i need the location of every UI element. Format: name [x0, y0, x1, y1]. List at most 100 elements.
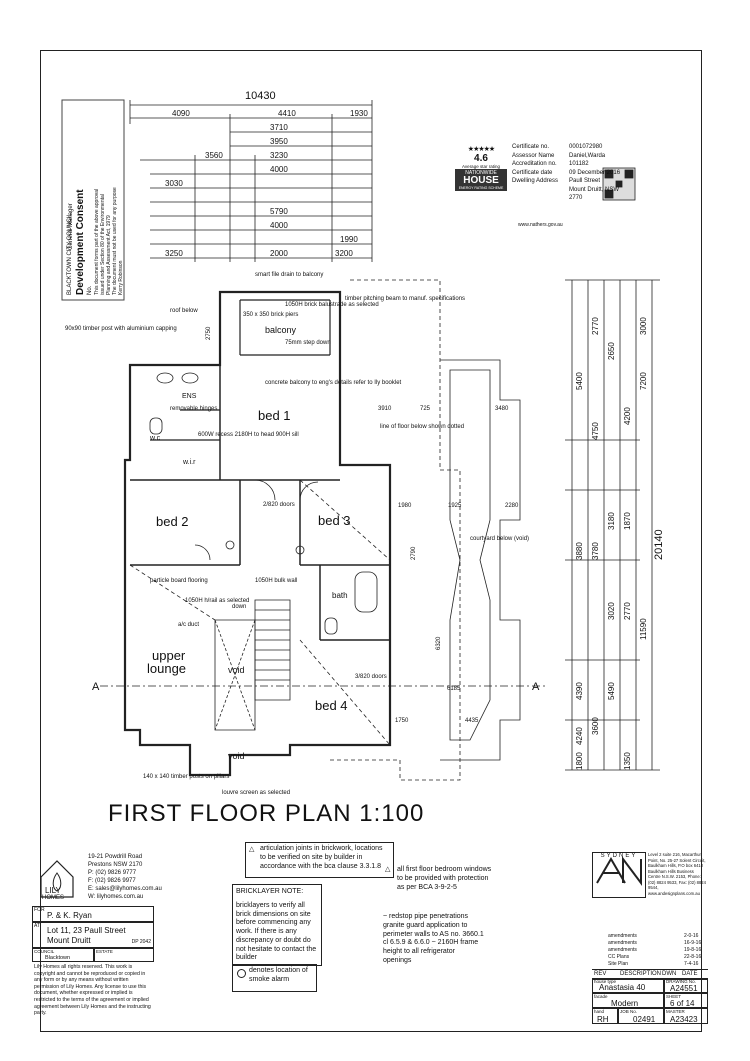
- room-void-2: void: [228, 751, 245, 761]
- rev-header-date: DATE: [682, 971, 698, 977]
- dim-10430: 10430: [245, 90, 276, 102]
- energy-rating-label: Average star rating: [462, 164, 500, 169]
- drawing-no-value: A24551: [670, 984, 698, 993]
- estate-label: ESTATE: [96, 949, 113, 954]
- dim-3200: 3200: [335, 249, 353, 258]
- facade-label: facade: [594, 994, 608, 999]
- room-courtyard: courtyard below (void): [470, 536, 529, 542]
- dim-2790: 2790: [411, 546, 417, 560]
- note-timber-posts: 140 x 140 timber posts on pillars: [143, 774, 229, 780]
- sydney-address: Level 2 suite 216, Macarthur Point, No. …: [648, 852, 706, 896]
- dim-4090: 4090: [172, 109, 190, 118]
- note-balustrade: 1050H brick balustrade as selected: [285, 302, 379, 308]
- hand-cell: hand RH: [592, 1008, 618, 1024]
- lily-email: E: sales@lilyhomes.com.au: [88, 886, 162, 892]
- suburb: Mount Druitt: [47, 936, 91, 945]
- energy-brand1: NATIONWIDE: [465, 170, 497, 176]
- dim-3250: 3250: [165, 249, 183, 258]
- lily-homes-logo: [37, 855, 77, 899]
- dim-4750: 4750: [591, 422, 600, 440]
- section-mark-right: A: [532, 681, 540, 693]
- note-smart-drain: smart file drain to balcony: [255, 272, 323, 278]
- room-bath: bath: [332, 591, 348, 600]
- rev-date-4: 22-8-16: [684, 954, 702, 960]
- qr-code-icon: [603, 168, 635, 200]
- bricklayer-title: BRICKLAYER NOTE:: [236, 888, 304, 895]
- energy-address2: Mount Druitt, NSW: [569, 186, 620, 193]
- redstop-note: ~ redstop pipe penetrations granite guar…: [380, 910, 488, 968]
- dim-3910: 3910: [378, 406, 392, 412]
- dim-1750: 1750: [395, 718, 409, 724]
- stamp-line4: This document forms part of the above ap…: [94, 189, 100, 295]
- stamp-line2: Development Consent: [75, 189, 86, 295]
- dim-4390: 4390: [575, 682, 584, 700]
- dim-3000: 3000: [639, 317, 648, 335]
- dim-3180: 3180: [607, 512, 616, 530]
- energy-label-5: Dwelling Address: [512, 178, 559, 184]
- lily-contact: 19-21 Powdrill Road Prestons NSW 2170 P:…: [88, 853, 162, 901]
- estate-cell: ESTATE: [94, 948, 154, 962]
- section-mark-left: A: [92, 681, 100, 693]
- dim-3480: 3480: [495, 406, 509, 412]
- room-wc: w.c: [149, 435, 161, 442]
- house-type-cell: house type Anastasia 40: [592, 978, 664, 993]
- rev-header-dwn: DWN: [662, 971, 677, 977]
- job-label: JOB No.: [620, 1009, 638, 1014]
- dim-3950: 3950: [270, 137, 288, 146]
- dim-4240: 4240: [575, 727, 584, 745]
- bricklayer-note: BRICKLAYER NOTE: bricklayers to verify a…: [232, 884, 322, 966]
- note-3820-doors: 3/820 doors: [355, 674, 387, 680]
- note-stairs-down: down: [232, 604, 246, 610]
- dim-4435: 4435: [465, 718, 479, 724]
- rev-desc-4: CC Plans: [608, 954, 630, 960]
- dim-7200: 7200: [639, 372, 648, 390]
- dim-6185: 6185: [447, 686, 461, 692]
- note-removable-hinges: removable hinges: [170, 406, 217, 412]
- stamp-line3: No.: [87, 285, 93, 295]
- room-void-1: void: [228, 665, 245, 675]
- articulation-triangle-icon: △: [249, 846, 255, 853]
- address-cell: AT Lot 11, 23 Paull Street Mount Druitt …: [32, 922, 154, 948]
- room-wir: w.i.r: [182, 459, 196, 466]
- articulation-note: △ articulation joints in brickwork, loca…: [245, 842, 394, 878]
- dim-4410: 4410: [278, 109, 296, 118]
- dim-4000b: 4000: [270, 221, 288, 230]
- lily-phone: P: (02) 9826 9777: [88, 870, 137, 876]
- rev-desc-2: amendments: [608, 940, 637, 946]
- smoke-alarm-text: denotes location of smoke alarm: [249, 967, 308, 983]
- dp-number: DP 2042: [131, 939, 151, 945]
- note-step-down: 75mm step down: [285, 340, 331, 346]
- rev-desc-5: Site Plan: [608, 961, 629, 967]
- room-balcony: balcony: [265, 325, 297, 335]
- for-label: FOR: [34, 907, 45, 913]
- dim-3030: 3030: [165, 179, 183, 188]
- smoke-alarm-note: denotes location of smoke alarm: [232, 964, 317, 992]
- facade-cell: facade Modern: [592, 993, 664, 1008]
- sheet-value: 6 of 14: [670, 999, 695, 1008]
- energy-brand-box: NATIONWIDE HOUSE ENERGY RATING SCHEME: [455, 169, 507, 191]
- dim-5400: 5400: [575, 372, 584, 390]
- rev-desc-3: amendments: [608, 947, 637, 953]
- energy-value-4: 09 December 2016: [569, 169, 621, 176]
- dim-1925: 1925: [448, 503, 462, 509]
- room-upper-lounge-line2: lounge: [147, 661, 186, 676]
- dim-2750: 2750: [206, 326, 212, 340]
- energy-value-2: Daniel,Warda: [569, 152, 606, 159]
- council-stamp: BLACKTOWN CITY COUNCIL Development Conse…: [61, 99, 125, 301]
- dim-5790: 5790: [270, 207, 288, 216]
- sydney-logo-icon: [596, 856, 642, 886]
- stamp-line5: issued under Section 80 of the Environme…: [100, 194, 106, 295]
- room-bed-1: bed 1: [258, 408, 291, 423]
- stamp-line7: The document must not be used for any pu…: [112, 187, 118, 295]
- lily-house-icon: [40, 860, 74, 898]
- note-hrail-1: 1050H h/rail as selected: [185, 598, 249, 604]
- note-pitching-beam-top: timber pitching beam to manuf. specifica…: [345, 296, 465, 302]
- dim-1800: 1800: [575, 752, 584, 770]
- drawing-no-cell: DRAWING No. A24551: [664, 978, 708, 993]
- revision-header: REV DESCRIPTION DWN DATE: [592, 969, 708, 980]
- dim-2000: 2000: [270, 249, 288, 258]
- energy-value-1: 0001072980: [569, 144, 603, 150]
- energy-postcode: 2770: [569, 195, 583, 201]
- window-triangle-icon: △: [385, 866, 391, 873]
